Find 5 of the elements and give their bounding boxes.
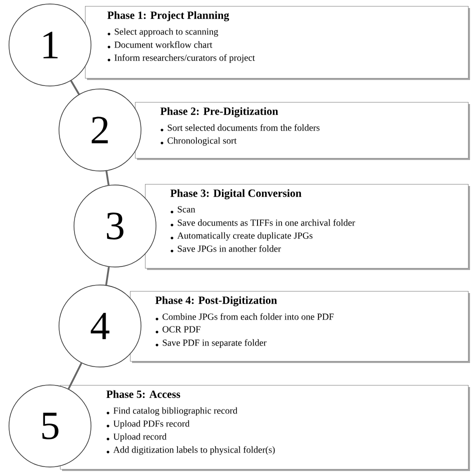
connector-line <box>106 170 110 186</box>
connector-line <box>70 80 80 95</box>
connector-line <box>68 362 82 390</box>
node-label: 5 <box>42 412 58 440</box>
connector-line <box>105 266 110 286</box>
